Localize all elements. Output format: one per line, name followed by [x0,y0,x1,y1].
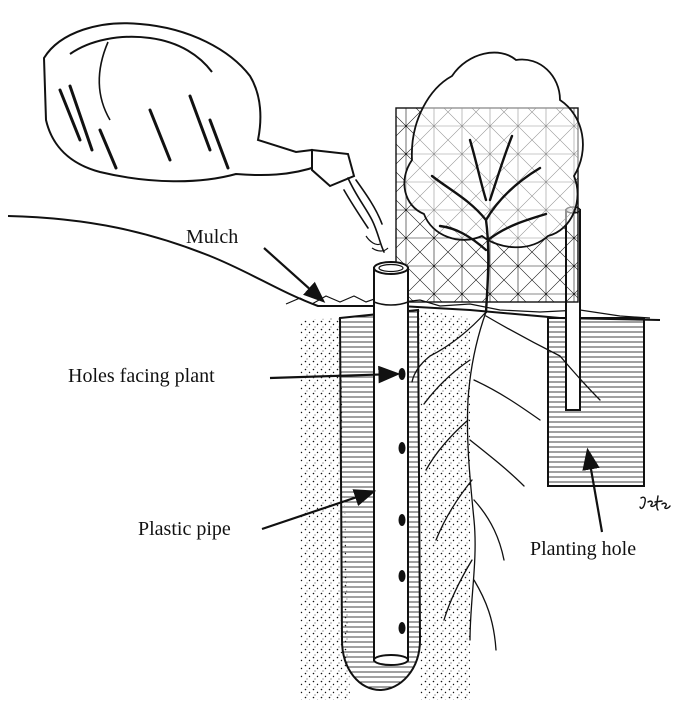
holes-facing-plant-label: Holes facing plant [68,366,215,386]
artist-signature [638,492,672,514]
planting-hole [548,318,644,486]
mulch-arrow [264,248,322,300]
planting-hole-label: Planting hole [530,539,636,559]
plastic-pipe-label: Plastic pipe [138,519,231,539]
watering-jug [44,23,354,186]
water-stream [344,178,384,252]
plastic-pipe [374,268,408,660]
tree-canopy [404,53,583,248]
mulch-label: Mulch [186,227,238,247]
